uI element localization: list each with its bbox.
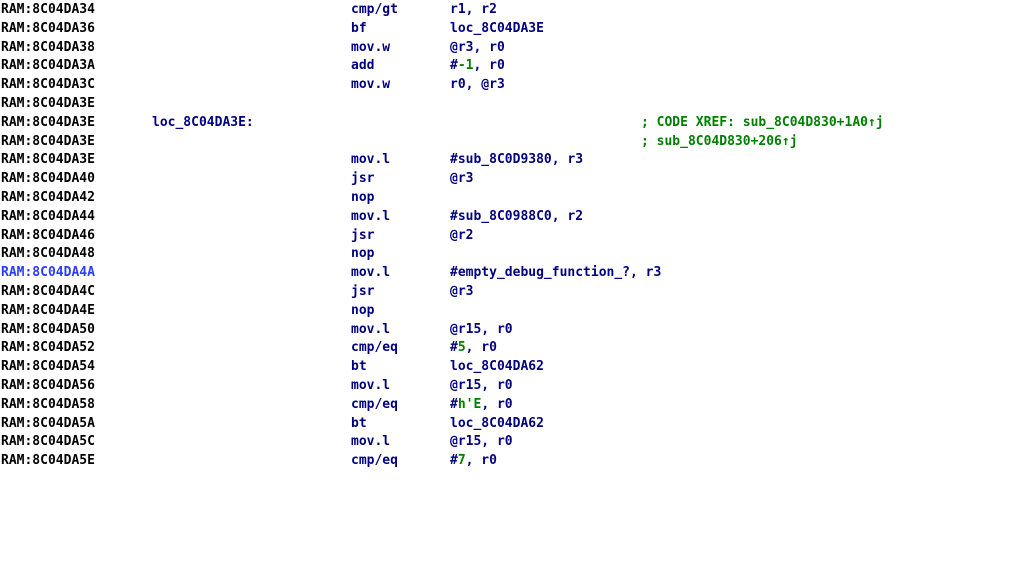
- disasm-line[interactable]: RAM:8C04DA42 nop: [0, 189, 1024, 208]
- disasm-line[interactable]: RAM:8C04DA4E nop: [0, 302, 1024, 321]
- mnemonic[interactable]: jsr: [351, 171, 375, 187]
- immediate-value: 7: [457, 453, 466, 469]
- address[interactable]: RAM:8C04DA54: [1, 359, 95, 375]
- address[interactable]: RAM:8C04DA4C: [1, 283, 95, 299]
- disasm-line[interactable]: RAM:8C04DA4A mov.l #empty_debug_function_?…: [0, 264, 1024, 283]
- disasm-line[interactable]: RAM:8C04DA38 mov.w @r3, r0: [0, 39, 1024, 58]
- address[interactable]: RAM:8C04DA50: [1, 321, 95, 337]
- operands[interactable]: #empty_debug_function_?, r3: [450, 265, 662, 281]
- operands[interactable]: @r15, r0: [450, 434, 513, 450]
- mnemonic[interactable]: mov.w: [351, 39, 391, 55]
- xref-comment[interactable]: ; CODE XREF: sub_8C04D830+1A0↑j: [641, 114, 884, 130]
- address[interactable]: RAM:8C04DA4A: [1, 265, 95, 281]
- disassembly-listing[interactable]: RAM:8C04DA34 cmp/gt r1, r2 RAM:8C04DA36 bf lo…: [0, 1, 1024, 471]
- operands[interactable]: #sub_8C0988C0, r2: [450, 208, 584, 224]
- operands[interactable]: loc_8C04DA62: [450, 415, 544, 431]
- mnemonic[interactable]: bt: [351, 359, 367, 375]
- disasm-line[interactable]: RAM:8C04DA56 mov.l @r15, r0: [0, 377, 1024, 396]
- disasm-line[interactable]: RAM:8C04DA36 bf loc_8C04DA3E: [0, 20, 1024, 39]
- operands[interactable]: @r3: [450, 283, 474, 299]
- address[interactable]: RAM:8C04DA56: [1, 377, 95, 393]
- mnemonic[interactable]: cmp/gt: [351, 2, 398, 17]
- address[interactable]: RAM:8C04DA3C: [1, 77, 95, 93]
- operands[interactable]: r1, r2: [450, 2, 497, 17]
- mnemonic[interactable]: mov.l: [351, 208, 391, 224]
- disasm-line[interactable]: RAM:8C04DA3C mov.w r0, @r3: [0, 76, 1024, 95]
- operands[interactable]: @r3: [450, 171, 474, 187]
- address[interactable]: RAM:8C04DA48: [1, 246, 95, 262]
- address[interactable]: RAM:8C04DA58: [1, 396, 95, 412]
- address[interactable]: RAM:8C04DA3E: [1, 152, 95, 168]
- address[interactable]: RAM:8C04DA38: [1, 39, 95, 55]
- mnemonic[interactable]: cmp/eq: [351, 396, 398, 412]
- address[interactable]: RAM:8C04DA4E: [1, 302, 95, 318]
- operands[interactable]: #5, r0: [450, 340, 497, 356]
- mnemonic[interactable]: nop: [351, 246, 375, 262]
- address[interactable]: RAM:8C04DA3A: [1, 58, 95, 74]
- mnemonic[interactable]: bf: [351, 20, 367, 36]
- mnemonic[interactable]: jsr: [351, 283, 375, 299]
- xref-comment[interactable]: ; sub_8C04D830+206↑j: [641, 133, 798, 149]
- disasm-line[interactable]: RAM:8C04DA48 nop: [0, 245, 1024, 264]
- disasm-line[interactable]: RAM:8C04DA54 bt loc_8C04DA62: [0, 358, 1024, 377]
- disasm-line[interactable]: RAM:8C04DA3E loc_8C04DA3E: ; CODE XREF: su…: [0, 114, 1024, 133]
- mnemonic[interactable]: nop: [351, 189, 375, 205]
- mnemonic[interactable]: jsr: [351, 227, 375, 243]
- address[interactable]: RAM:8C04DA3E: [1, 114, 95, 130]
- address[interactable]: RAM:8C04DA42: [1, 189, 95, 205]
- disasm-line[interactable]: RAM:8C04DA40 jsr @r3: [0, 170, 1024, 189]
- operands[interactable]: #h'E, r0: [450, 396, 513, 412]
- disasm-line[interactable]: RAM:8C04DA34 cmp/gt r1, r2: [0, 1, 1024, 20]
- operands[interactable]: #-1, r0: [450, 58, 505, 74]
- address[interactable]: RAM:8C04DA3E: [1, 95, 95, 111]
- address[interactable]: RAM:8C04DA46: [1, 227, 95, 243]
- disasm-line[interactable]: RAM:8C04DA52 cmp/eq #5, r0: [0, 339, 1024, 358]
- mnemonic[interactable]: mov.l: [351, 434, 391, 450]
- address[interactable]: RAM:8C04DA40: [1, 171, 95, 187]
- address[interactable]: RAM:8C04DA36: [1, 20, 95, 36]
- disasm-line[interactable]: RAM:8C04DA58 cmp/eq #h'E, r0: [0, 396, 1024, 415]
- mnemonic[interactable]: mov.l: [351, 152, 391, 168]
- disasm-line[interactable]: RAM:8C04DA3A add #-1, r0: [0, 57, 1024, 76]
- immediate-value: h'E: [457, 396, 482, 412]
- address[interactable]: RAM:8C04DA5A: [1, 415, 95, 431]
- code-label[interactable]: loc_8C04DA3E:: [152, 114, 254, 130]
- mnemonic[interactable]: mov.l: [351, 265, 391, 281]
- disasm-line[interactable]: RAM:8C04DA46 jsr @r2: [0, 227, 1024, 246]
- disasm-line[interactable]: RAM:8C04DA5C mov.l @r15, r0: [0, 433, 1024, 452]
- operands[interactable]: #sub_8C0D9380, r3: [450, 152, 584, 168]
- address[interactable]: RAM:8C04DA5C: [1, 434, 95, 450]
- operands[interactable]: @r15, r0: [450, 321, 513, 337]
- mnemonic[interactable]: cmp/eq: [351, 340, 398, 356]
- operands[interactable]: @r3, r0: [450, 39, 505, 55]
- operands[interactable]: r0, @r3: [450, 77, 505, 93]
- mnemonic[interactable]: bt: [351, 415, 367, 431]
- disasm-line[interactable]: RAM:8C04DA5A bt loc_8C04DA62: [0, 415, 1024, 434]
- disasm-line[interactable]: RAM:8C04DA3E mov.l #sub_8C0D9380, r3: [0, 151, 1024, 170]
- immediate-value: 5: [457, 340, 466, 356]
- disasm-line[interactable]: RAM:8C04DA44 mov.l #sub_8C0988C0, r2: [0, 208, 1024, 227]
- address[interactable]: RAM:8C04DA44: [1, 208, 95, 224]
- mnemonic[interactable]: mov.w: [351, 77, 391, 93]
- operands[interactable]: loc_8C04DA62: [450, 359, 544, 375]
- address[interactable]: RAM:8C04DA3E: [1, 133, 95, 149]
- mnemonic[interactable]: mov.l: [351, 321, 391, 337]
- address[interactable]: RAM:8C04DA52: [1, 340, 95, 356]
- disasm-line[interactable]: RAM:8C04DA4C jsr @r3: [0, 283, 1024, 302]
- operands[interactable]: @r2: [450, 227, 474, 243]
- operands[interactable]: #7, r0: [450, 453, 497, 469]
- address[interactable]: RAM:8C04DA5E: [1, 453, 95, 469]
- disasm-line[interactable]: RAM:8C04DA50 mov.l @r15, r0: [0, 321, 1024, 340]
- immediate-value: -1: [457, 58, 474, 74]
- operands[interactable]: loc_8C04DA3E: [450, 20, 544, 36]
- mnemonic[interactable]: cmp/eq: [351, 453, 398, 469]
- disasm-line[interactable]: RAM:8C04DA3E: [0, 95, 1024, 114]
- operands[interactable]: @r15, r0: [450, 377, 513, 393]
- mnemonic[interactable]: mov.l: [351, 377, 391, 393]
- disasm-line[interactable]: RAM:8C04DA3E ; sub_8C04D830+206↑j: [0, 133, 1024, 152]
- mnemonic[interactable]: nop: [351, 302, 375, 318]
- mnemonic[interactable]: add: [351, 58, 375, 74]
- disasm-line[interactable]: RAM:8C04DA5E cmp/eq #7, r0: [0, 452, 1024, 471]
- address[interactable]: RAM:8C04DA34: [1, 2, 95, 17]
